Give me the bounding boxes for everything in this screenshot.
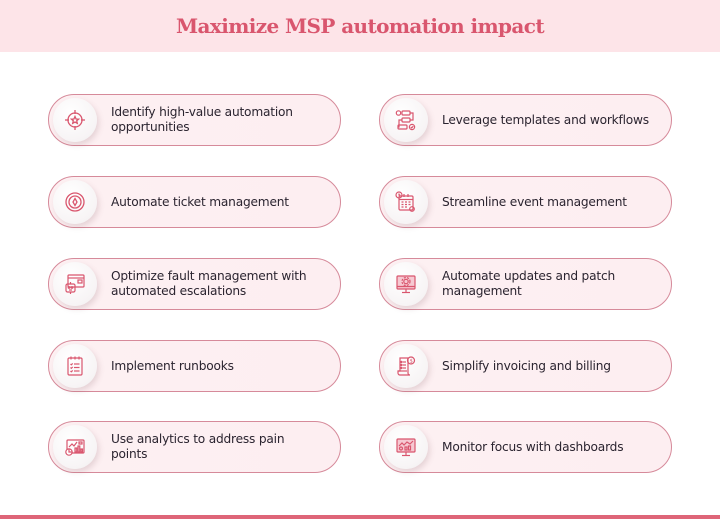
robot-window-icon (53, 262, 97, 306)
footer-bar (0, 515, 720, 519)
item-invoicing-billing: $ Simplify invoicing and billing (379, 340, 672, 392)
monitor-gear-icon (384, 262, 428, 306)
item-label: Implement runbooks (111, 358, 234, 373)
item-label: Leverage templates and workflows (442, 112, 649, 127)
item-fault-management: Optimize fault management with automated… (48, 258, 341, 310)
analytics-icon (53, 425, 97, 469)
item-label: Automate updates and patch management (442, 269, 615, 298)
svg-text:$: $ (410, 358, 413, 364)
dashboard-monitor-icon (384, 425, 428, 469)
item-label: Identify high-value automation opportuni… (111, 105, 293, 134)
workflow-icon (384, 98, 428, 142)
item-event-management: Streamline event management (379, 176, 672, 228)
item-dashboards: Monitor focus with dashboards (379, 421, 672, 473)
item-label: Optimize fault management with automated… (111, 269, 307, 298)
ticket-target-icon (53, 180, 97, 224)
item-label: Monitor focus with dashboards (442, 439, 624, 454)
header-banner: Maximize MSP automation impact (0, 0, 720, 52)
item-identify-opportunities: Identify high-value automation opportuni… (48, 94, 341, 146)
item-ticket-management: Automate ticket management (48, 176, 341, 228)
item-label: Streamline event management (442, 194, 627, 209)
page-title: Maximize MSP automation impact (175, 14, 545, 38)
item-label: Use analytics to address pain points (111, 432, 285, 461)
item-label: Automate ticket management (111, 194, 289, 209)
checklist-icon (53, 344, 97, 388)
target-star-icon (53, 98, 97, 142)
item-updates-patch: Automate updates and patch management (379, 258, 672, 310)
invoice-icon: $ (384, 344, 428, 388)
item-runbooks: Implement runbooks (48, 340, 341, 392)
item-analytics: Use analytics to address pain points (48, 421, 341, 473)
item-label: Simplify invoicing and billing (442, 358, 611, 373)
item-templates-workflows: Leverage templates and workflows (379, 94, 672, 146)
calendar-icon (384, 180, 428, 224)
